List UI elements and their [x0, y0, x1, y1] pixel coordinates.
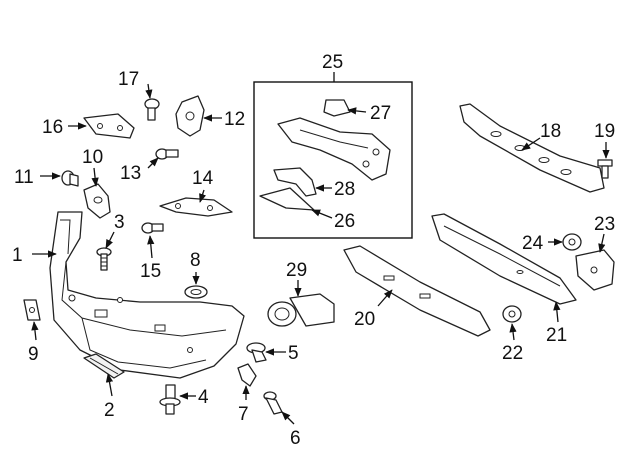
- callout-11: 11: [14, 167, 34, 188]
- callout-6: 6: [290, 428, 301, 449]
- leader-14: [199, 189, 207, 203]
- leader-2: [105, 373, 114, 397]
- bolt-part-3[interactable]: [96, 247, 112, 271]
- screw-part-17[interactable]: [144, 98, 160, 121]
- seal-part-28[interactable]: [273, 167, 317, 197]
- screw-part-15[interactable]: [141, 222, 164, 234]
- callout-22: 22: [502, 343, 523, 364]
- callout-28: 28: [334, 179, 355, 200]
- leader-9: [31, 321, 39, 341]
- callout-16: 16: [42, 117, 63, 138]
- leader-10: [91, 167, 99, 187]
- screw-part-13[interactable]: [155, 148, 179, 160]
- clip-part-7[interactable]: [237, 363, 257, 387]
- callout-3: 3: [114, 212, 125, 233]
- callout-25: 25: [322, 52, 343, 73]
- callout-24: 24: [522, 233, 544, 254]
- nut-part-22[interactable]: [502, 305, 522, 323]
- callout-9: 9: [28, 344, 39, 365]
- bracket-assembly-part-25[interactable]: [277, 117, 391, 181]
- callout-17: 17: [118, 69, 139, 90]
- callout-1: 1: [12, 245, 23, 266]
- callout-29: 29: [286, 260, 307, 281]
- callout-20: 20: [354, 309, 375, 330]
- bolt-part-4[interactable]: [159, 384, 181, 415]
- bracket-part-9[interactable]: [23, 299, 41, 321]
- leader-15: [147, 235, 155, 259]
- callout-4: 4: [198, 387, 209, 408]
- leader-18: [521, 137, 541, 151]
- bolt-part-19[interactable]: [597, 159, 613, 179]
- callout-2: 2: [104, 400, 115, 421]
- callout-12: 12: [224, 109, 245, 130]
- leader-23: [598, 233, 606, 253]
- bumper-cover-part[interactable]: [49, 211, 245, 379]
- bracket-part-27[interactable]: [323, 99, 351, 117]
- grommet-part-8[interactable]: [184, 285, 208, 299]
- bracket-part-23[interactable]: [575, 249, 615, 291]
- callout-7: 7: [238, 404, 249, 425]
- bumper-strip-part[interactable]: [83, 353, 125, 379]
- leader-13: [147, 157, 159, 169]
- bracket-part-12[interactable]: [175, 95, 205, 137]
- clip-part-11[interactable]: [61, 170, 79, 187]
- bracket-part-14[interactable]: [159, 197, 233, 217]
- callout-23: 23: [594, 214, 615, 235]
- callout-14: 14: [192, 168, 214, 189]
- callout-13: 13: [120, 163, 141, 184]
- leader-22: [509, 323, 517, 341]
- callout-15: 15: [140, 261, 161, 282]
- callout-8: 8: [190, 250, 201, 271]
- reinforcement-part-21[interactable]: [431, 213, 577, 305]
- assembly-box-25: [253, 81, 413, 239]
- leader-26: [311, 209, 333, 219]
- callout-5: 5: [288, 343, 299, 364]
- upper-reinforcement-part-18[interactable]: [459, 103, 605, 193]
- leader-17: [145, 83, 153, 99]
- nut-part-24[interactable]: [562, 233, 582, 251]
- absorber-part-20[interactable]: [343, 245, 491, 337]
- leader-20: [377, 289, 393, 307]
- leader-27: [347, 107, 367, 115]
- callout-21: 21: [546, 325, 567, 346]
- retainer-part-10[interactable]: [83, 183, 111, 219]
- callout-26: 26: [334, 211, 355, 232]
- clip-part-6[interactable]: [263, 391, 283, 415]
- leader-3: [105, 231, 115, 249]
- callout-10: 10: [82, 147, 103, 168]
- sensor-part-29[interactable]: [267, 293, 335, 327]
- clip-part-5[interactable]: [246, 342, 267, 363]
- bracket-part-16[interactable]: [83, 113, 135, 139]
- leader-6: [281, 411, 295, 425]
- callout-27: 27: [370, 103, 391, 124]
- leader-21: [553, 301, 561, 323]
- callout-19: 19: [594, 121, 615, 142]
- callout-18: 18: [540, 121, 561, 142]
